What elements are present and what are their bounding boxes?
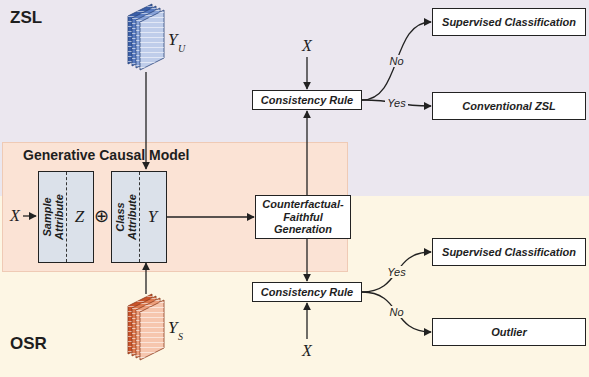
flow-arrow: [167, 216, 254, 217]
x-input-arrow: [23, 215, 36, 216]
flow-arrow: [306, 239, 307, 281]
branch-label: No: [387, 306, 405, 318]
outcome-box: Supervised Classification: [432, 238, 586, 266]
class-set-symbol: Y: [168, 30, 177, 50]
branch-label: Yes: [385, 266, 407, 278]
variable-symbol: Y: [148, 207, 157, 227]
attribute-box: Sample Attribute Z: [38, 171, 94, 263]
attribute-name: Sample Attribute: [40, 186, 64, 248]
unseen-class-stack: [128, 4, 164, 70]
x-input-arrow: [306, 57, 307, 89]
outcome-box: Outlier: [432, 318, 586, 346]
seen-input-arrow: [145, 263, 146, 294]
model-panel: Generative Causal ModelSample Attribute Z…: [2, 142, 348, 272]
set-subscript: U: [178, 43, 185, 54]
flow-arrow: [362, 22, 431, 100]
box-label: Supervised Classification: [442, 16, 576, 29]
input-symbol: X: [302, 342, 312, 360]
divider-line: [139, 172, 140, 262]
outcome-box: Conventional ZSL: [432, 92, 586, 120]
attribute-name: Class Attribute: [113, 186, 137, 248]
branch-label: Yes: [385, 97, 407, 109]
branch-label: No: [387, 55, 405, 67]
divider-line: [66, 172, 67, 262]
flow-arrow: [306, 111, 307, 195]
unseen-input-arrow: [145, 72, 146, 169]
concat-symbol: ⊕: [94, 205, 109, 226]
box-label: Counterfactual-Faithful Generation: [261, 198, 345, 236]
input-symbol: X: [10, 207, 20, 225]
panel-heading: Generative Causal Model: [23, 147, 190, 163]
box-label: Consistency Rule: [261, 286, 353, 299]
attribute-box: Class Attribute Y: [111, 171, 167, 263]
box-label: Consistency Rule: [261, 94, 353, 107]
outcome-box: Supervised Classification: [432, 8, 586, 36]
input-symbol: X: [302, 37, 312, 55]
region-title: OSR: [10, 334, 47, 354]
box-label: Supervised Classification: [442, 246, 576, 259]
generation-box: Counterfactual-Faithful Generation: [255, 195, 351, 239]
rule-box: Consistency Rule: [252, 282, 362, 302]
seen-class-stack: [128, 294, 164, 360]
set-subscript: S: [178, 331, 183, 342]
flow-arrow: [362, 252, 431, 292]
region-title: ZSL: [10, 8, 42, 28]
box-label: Outlier: [491, 326, 526, 339]
box-label: Conventional ZSL: [462, 100, 556, 113]
variable-symbol: Z: [75, 207, 84, 227]
rule-box: Consistency Rule: [252, 90, 362, 110]
class-set-symbol: Y: [168, 318, 177, 338]
flow-arrow: [362, 292, 431, 332]
x-input-arrow: [306, 303, 307, 339]
